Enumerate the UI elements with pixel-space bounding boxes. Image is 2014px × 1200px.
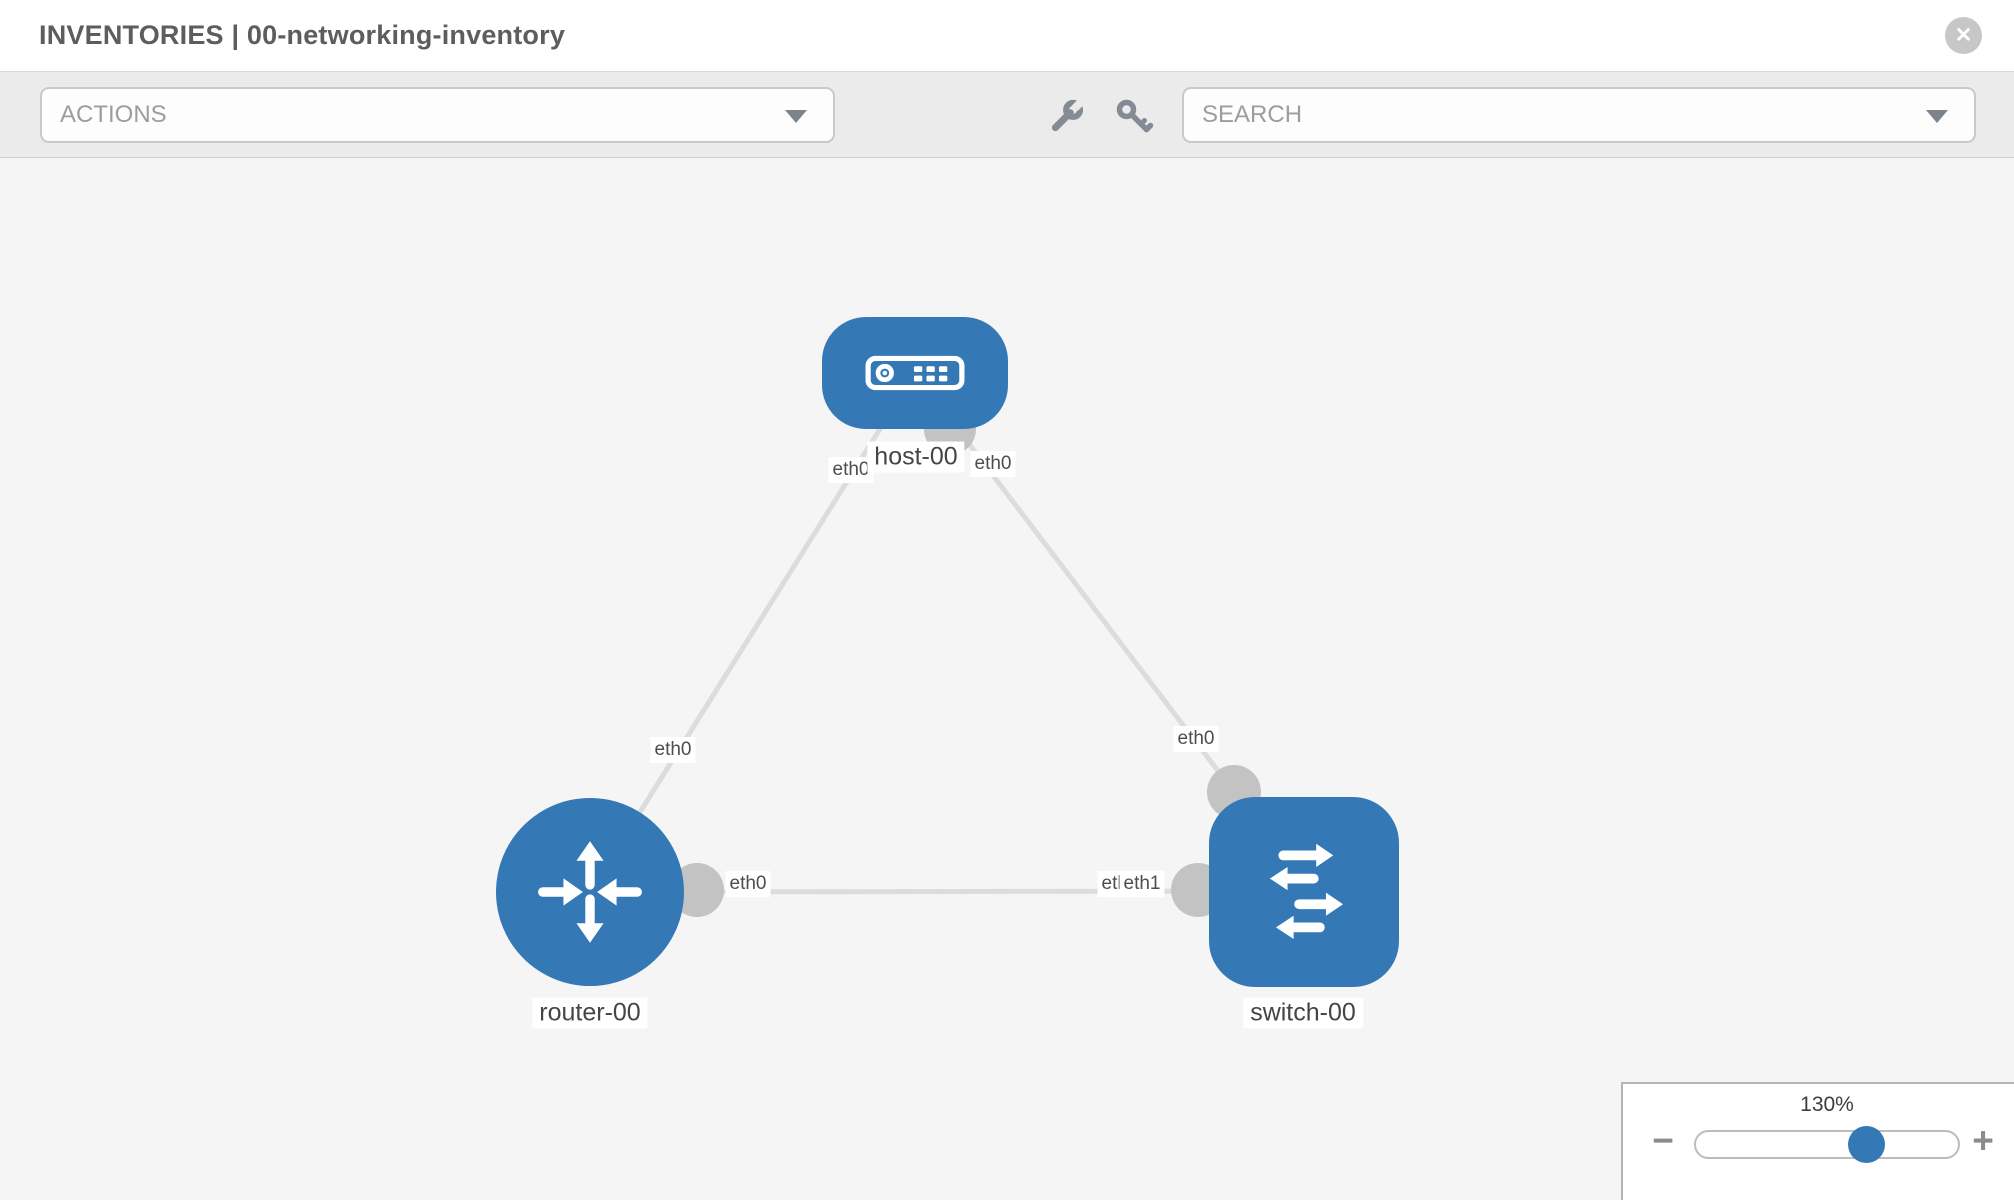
zoom-slider-thumb[interactable]	[1848, 1126, 1885, 1163]
topology-canvas[interactable]: eth0 eth0 eth0 eth0 eth0 eth1 eth0 host-…	[0, 158, 2014, 1200]
node-host-00[interactable]	[822, 317, 1008, 429]
node-switch-00[interactable]	[1209, 797, 1399, 987]
node-name-label: switch-00	[1243, 997, 1363, 1029]
toolbar: ACTIONS SEARCH	[0, 71, 2014, 158]
interface-label: eth0	[828, 457, 874, 483]
zoom-level-value: 130%	[1800, 1093, 1854, 1116]
chevron-down-icon	[1926, 110, 1948, 123]
node-name-label: router-00	[532, 997, 648, 1029]
interface-label: eth0	[725, 871, 771, 897]
zoom-out-button[interactable]: −	[1652, 1120, 1674, 1161]
zoom-in-button[interactable]: +	[1972, 1120, 1994, 1161]
actions-dropdown[interactable]: ACTIONS	[40, 87, 835, 143]
wrench-icon[interactable]	[1046, 97, 1086, 137]
zoom-slider[interactable]	[1694, 1126, 1960, 1163]
interface-label: eth0	[970, 451, 1016, 477]
search-input[interactable]: SEARCH	[1182, 87, 1976, 143]
actions-dropdown-label: ACTIONS	[60, 101, 167, 128]
node-router-00[interactable]	[496, 798, 684, 986]
host-icon	[865, 355, 965, 391]
chevron-down-icon	[785, 110, 807, 123]
key-icon[interactable]	[1114, 97, 1154, 137]
zoom-control-panel: 130% − +	[1621, 1082, 2014, 1200]
header: INVENTORIES | 00-networking-inventory ✕	[0, 0, 2014, 71]
topology-links-layer	[587, 371, 1304, 917]
page-title: INVENTORIES | 00-networking-inventory	[39, 20, 566, 50]
switch-icon	[1269, 843, 1344, 939]
port-dot-router	[670, 863, 724, 917]
search-placeholder: SEARCH	[1202, 101, 1303, 128]
node-name-label: host-00	[867, 441, 965, 473]
close-icon[interactable]: ✕	[1945, 17, 1982, 54]
interface-label: eth0	[650, 737, 696, 763]
router-icon	[538, 841, 642, 943]
interface-label: eth0	[1173, 726, 1219, 752]
interface-label: eth1	[1119, 871, 1165, 897]
